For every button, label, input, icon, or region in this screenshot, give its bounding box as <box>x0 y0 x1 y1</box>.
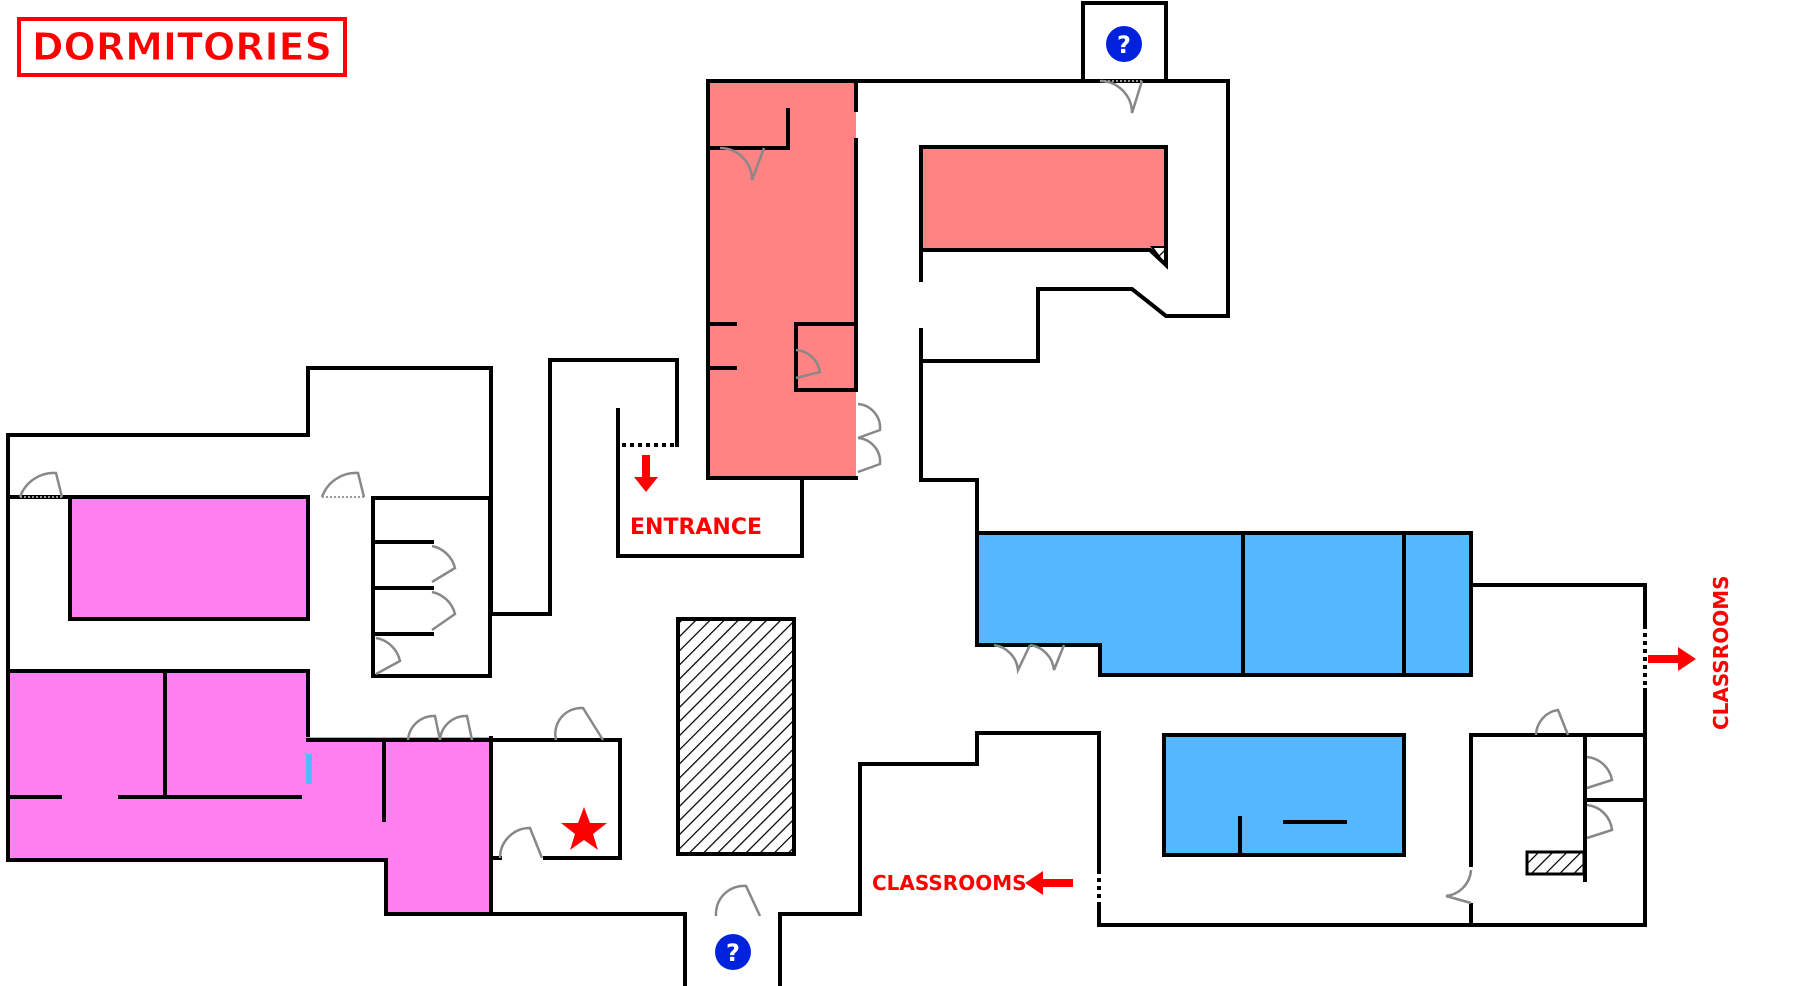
star-icon <box>561 807 607 850</box>
entrance-label: ENTRANCE <box>630 515 762 540</box>
blue-zone <box>978 533 1471 855</box>
classrooms-label-right: CLASSROOMS <box>1709 575 1733 730</box>
map-title-text: DORMITORIES <box>31 25 332 69</box>
walls <box>6 1 1647 986</box>
map-title: DORMITORIES <box>17 17 347 77</box>
help-marker-top[interactable]: ? <box>1106 26 1142 62</box>
pink-zone <box>10 497 489 914</box>
classrooms-arrow-left-icon <box>1025 871 1073 895</box>
question-mark-icon[interactable] <box>1106 26 1142 62</box>
red-zone <box>708 81 1167 478</box>
help-marker-bottom[interactable]: ? <box>715 934 751 970</box>
help-glyph: ? <box>726 939 740 967</box>
hatched-block-center <box>676 617 796 856</box>
help-glyph: ? <box>1117 31 1131 59</box>
hatched-block-small <box>1525 850 1586 876</box>
doors <box>18 79 1614 917</box>
classrooms-label-left: CLASSROOMS <box>872 871 1027 895</box>
entrance-arrow-icon <box>634 455 658 492</box>
dotted-openings <box>622 443 1647 905</box>
question-mark-icon[interactable] <box>715 934 751 970</box>
classrooms-arrow-right-icon <box>1648 647 1696 671</box>
